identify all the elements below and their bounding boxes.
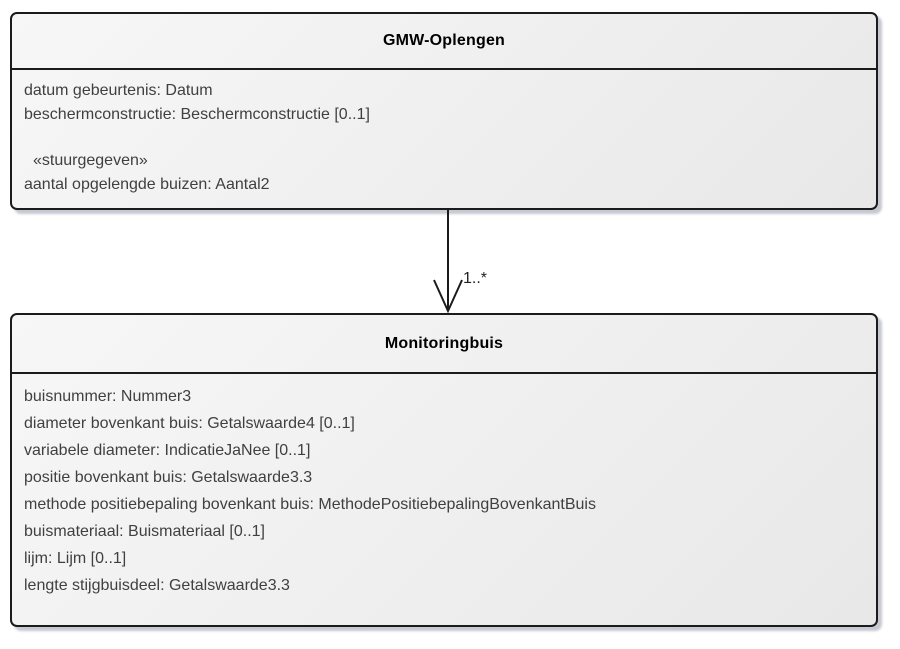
multiplicity-label: 1..* <box>463 270 488 287</box>
attribute-line: methode positiebepaling bovenkant buis: … <box>24 496 596 513</box>
attribute-line: lijm: Lijm [0..1] <box>24 550 127 567</box>
class-header: GMW-Oplengen <box>12 14 876 70</box>
class-title-monitoringbuis: Monitoringbuis <box>384 334 504 352</box>
class-attributes-compartment: datum gebeurtenis: Datum beschermconstru… <box>12 70 876 197</box>
attribute-line: beschermconstructie: Beschermconstructie… <box>24 106 370 123</box>
attribute-line: positie bovenkant buis: Getalswaarde3.3 <box>24 469 313 486</box>
class-attributes-compartment: buisnummer: Nummer3 diameter bovenkant b… <box>12 374 876 599</box>
attribute-line: lengte stijgbuisdeel: Getalswaarde3.3 <box>24 577 290 594</box>
association-arrow[interactable] <box>420 210 480 314</box>
open-arrowhead-icon <box>433 279 463 314</box>
class-header: Monitoringbuis <box>12 315 876 374</box>
attribute-line: variabele diameter: IndicatieJaNee [0..1… <box>24 442 311 459</box>
class-box-monitoringbuis[interactable]: Monitoringbuis buisnummer: Nummer3 diame… <box>10 313 878 627</box>
attribute-line: diameter bovenkant buis: Getalswaarde4 [… <box>24 415 355 432</box>
class-title-gmw-oplengen: GMW-Oplengen <box>382 32 506 49</box>
attribute-line: buisnummer: Nummer3 <box>24 388 192 405</box>
attribute-line: buismateriaal: Buismateriaal [0..1] <box>24 523 265 540</box>
class-box-gmw-oplengen[interactable]: GMW-Oplengen datum gebeurtenis: Datum be… <box>10 12 878 210</box>
attribute-line: datum gebeurtenis: Datum <box>24 82 213 99</box>
stereotype-label: «stuurgegeven» <box>33 152 148 169</box>
attribute-line: aantal opgelengde buizen: Aantal2 <box>24 176 270 193</box>
